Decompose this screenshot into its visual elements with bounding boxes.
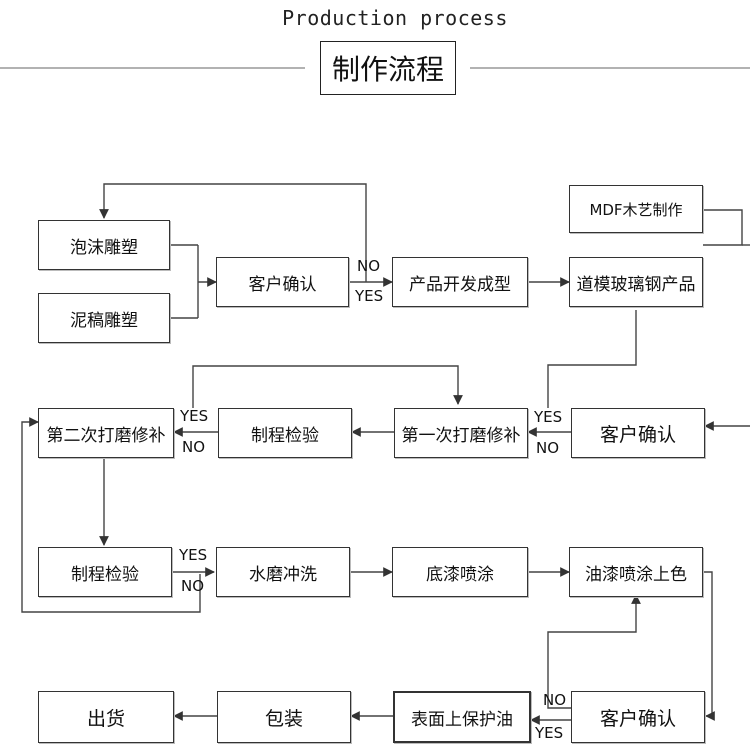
label-no-2: NO <box>182 438 206 456</box>
node-second-polish[interactable]: 第二次打磨修补 <box>38 408 174 458</box>
label-no-1: NO <box>357 257 381 275</box>
label-yes-1: YES <box>355 287 384 305</box>
node-customer-confirm-3[interactable]: 客户确认 <box>571 691 705 743</box>
node-fiberglass-product[interactable]: 道模玻璃钢产品 <box>569 257 703 307</box>
node-mdf-craft[interactable]: MDF木艺制作 <box>569 185 703 233</box>
node-process-inspection-1[interactable]: 制程检验 <box>218 408 352 458</box>
node-clay-sculpt[interactable]: 泥稿雕塑 <box>38 293 170 343</box>
node-packing[interactable]: 包装 <box>217 691 351 743</box>
node-foam-sculpt[interactable]: 泡沫雕塑 <box>38 220 170 270</box>
node-paint-color[interactable]: 油漆喷涂上色 <box>569 547 703 597</box>
node-customer-confirm-2[interactable]: 客户确认 <box>571 408 705 458</box>
node-process-inspection-2[interactable]: 制程检验 <box>38 547 172 597</box>
node-customer-confirm-1[interactable]: 客户确认 <box>216 257 349 307</box>
subtitle: Production process <box>282 6 508 30</box>
label-yes-5: YES <box>535 724 564 742</box>
label-yes-2: YES <box>180 407 209 425</box>
label-no-4: NO <box>181 577 205 595</box>
node-protective-oil[interactable]: 表面上保护油 <box>393 691 531 743</box>
node-wet-sanding[interactable]: 水磨冲洗 <box>216 547 350 597</box>
label-no-5: NO <box>543 691 567 709</box>
node-ship[interactable]: 出货 <box>38 691 174 743</box>
node-primer-spray[interactable]: 底漆喷涂 <box>392 547 528 597</box>
node-product-forming[interactable]: 产品开发成型 <box>392 257 528 307</box>
label-yes-4: YES <box>179 546 208 564</box>
page-title: 制作流程 <box>320 41 456 95</box>
label-no-3: NO <box>536 439 560 457</box>
node-first-polish[interactable]: 第一次打磨修补 <box>394 408 528 458</box>
label-yes-3: YES <box>534 408 563 426</box>
